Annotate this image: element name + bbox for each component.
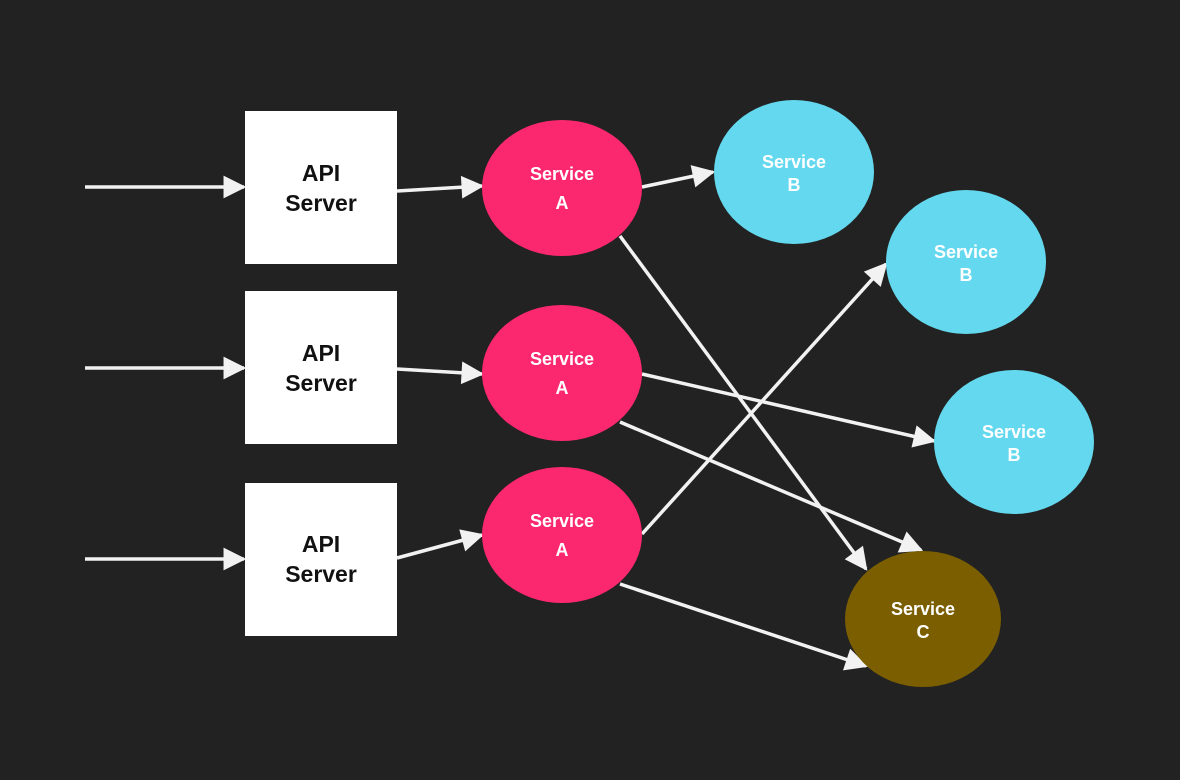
service-b-2: Service B [886, 190, 1046, 334]
service-b-label-line1: Service [982, 422, 1046, 442]
api-server-label-line1: API [302, 160, 340, 186]
api-server-label-line1: API [302, 340, 340, 366]
service-b-ellipse [886, 190, 1046, 334]
edge-service-a-1-service-b-1 [641, 165, 716, 189]
service-c: Service C [845, 551, 1001, 687]
service-b-label-line1: Service [762, 152, 826, 172]
api-server-label-line2: Server [285, 190, 357, 216]
service-a-label-line2: A [556, 193, 569, 213]
edge-service-a-3-service-c [619, 582, 869, 671]
service-a-ellipse [482, 467, 642, 603]
edge-api-server-1-service-a-1 [396, 175, 485, 199]
edge-api-server-2-service-a-2 [396, 361, 485, 385]
service-b-1: Service B [714, 100, 874, 244]
api-server-label-line2: Server [285, 370, 357, 396]
api-server-box [245, 291, 397, 444]
service-a-2: Service A [482, 305, 642, 441]
edge-service-a-2-service-c [619, 420, 924, 553]
service-a-label-line1: Service [530, 349, 594, 369]
edge-service-a-3-service-b-2 [640, 262, 888, 536]
api-server-box [245, 111, 397, 264]
service-a-ellipse [482, 305, 642, 441]
api-server-label-line1: API [302, 531, 340, 557]
service-b-label-line2: B [1008, 445, 1021, 465]
service-a-label-line2: A [556, 378, 569, 398]
edge-api-server-3-service-a-3 [396, 529, 485, 560]
edge-service-a-2-service-b-3 [641, 372, 937, 448]
service-b-label-line1: Service [934, 242, 998, 262]
service-a-label-line1: Service [530, 164, 594, 184]
api-server-2: API Server [245, 291, 397, 444]
api-server-3: API Server [245, 483, 397, 636]
service-c-ellipse [845, 551, 1001, 687]
service-a-label-line2: A [556, 540, 569, 560]
service-b-label-line2: B [960, 265, 973, 285]
service-a-3: Service A [482, 467, 642, 603]
service-b-ellipse [934, 370, 1094, 514]
service-c-label-line1: Service [891, 599, 955, 619]
service-a-1: Service A [482, 120, 642, 256]
api-server-box [245, 483, 397, 636]
edge-service-a-1-service-c [618, 234, 868, 571]
api-server-1: API Server [245, 111, 397, 264]
service-a-ellipse [482, 120, 642, 256]
service-c-label-line2: C [917, 622, 930, 642]
service-b-label-line2: B [788, 175, 801, 195]
service-b-3: Service B [934, 370, 1094, 514]
api-server-label-line2: Server [285, 561, 357, 587]
edges [85, 165, 937, 671]
service-a-label-line1: Service [530, 511, 594, 531]
service-b-ellipse [714, 100, 874, 244]
